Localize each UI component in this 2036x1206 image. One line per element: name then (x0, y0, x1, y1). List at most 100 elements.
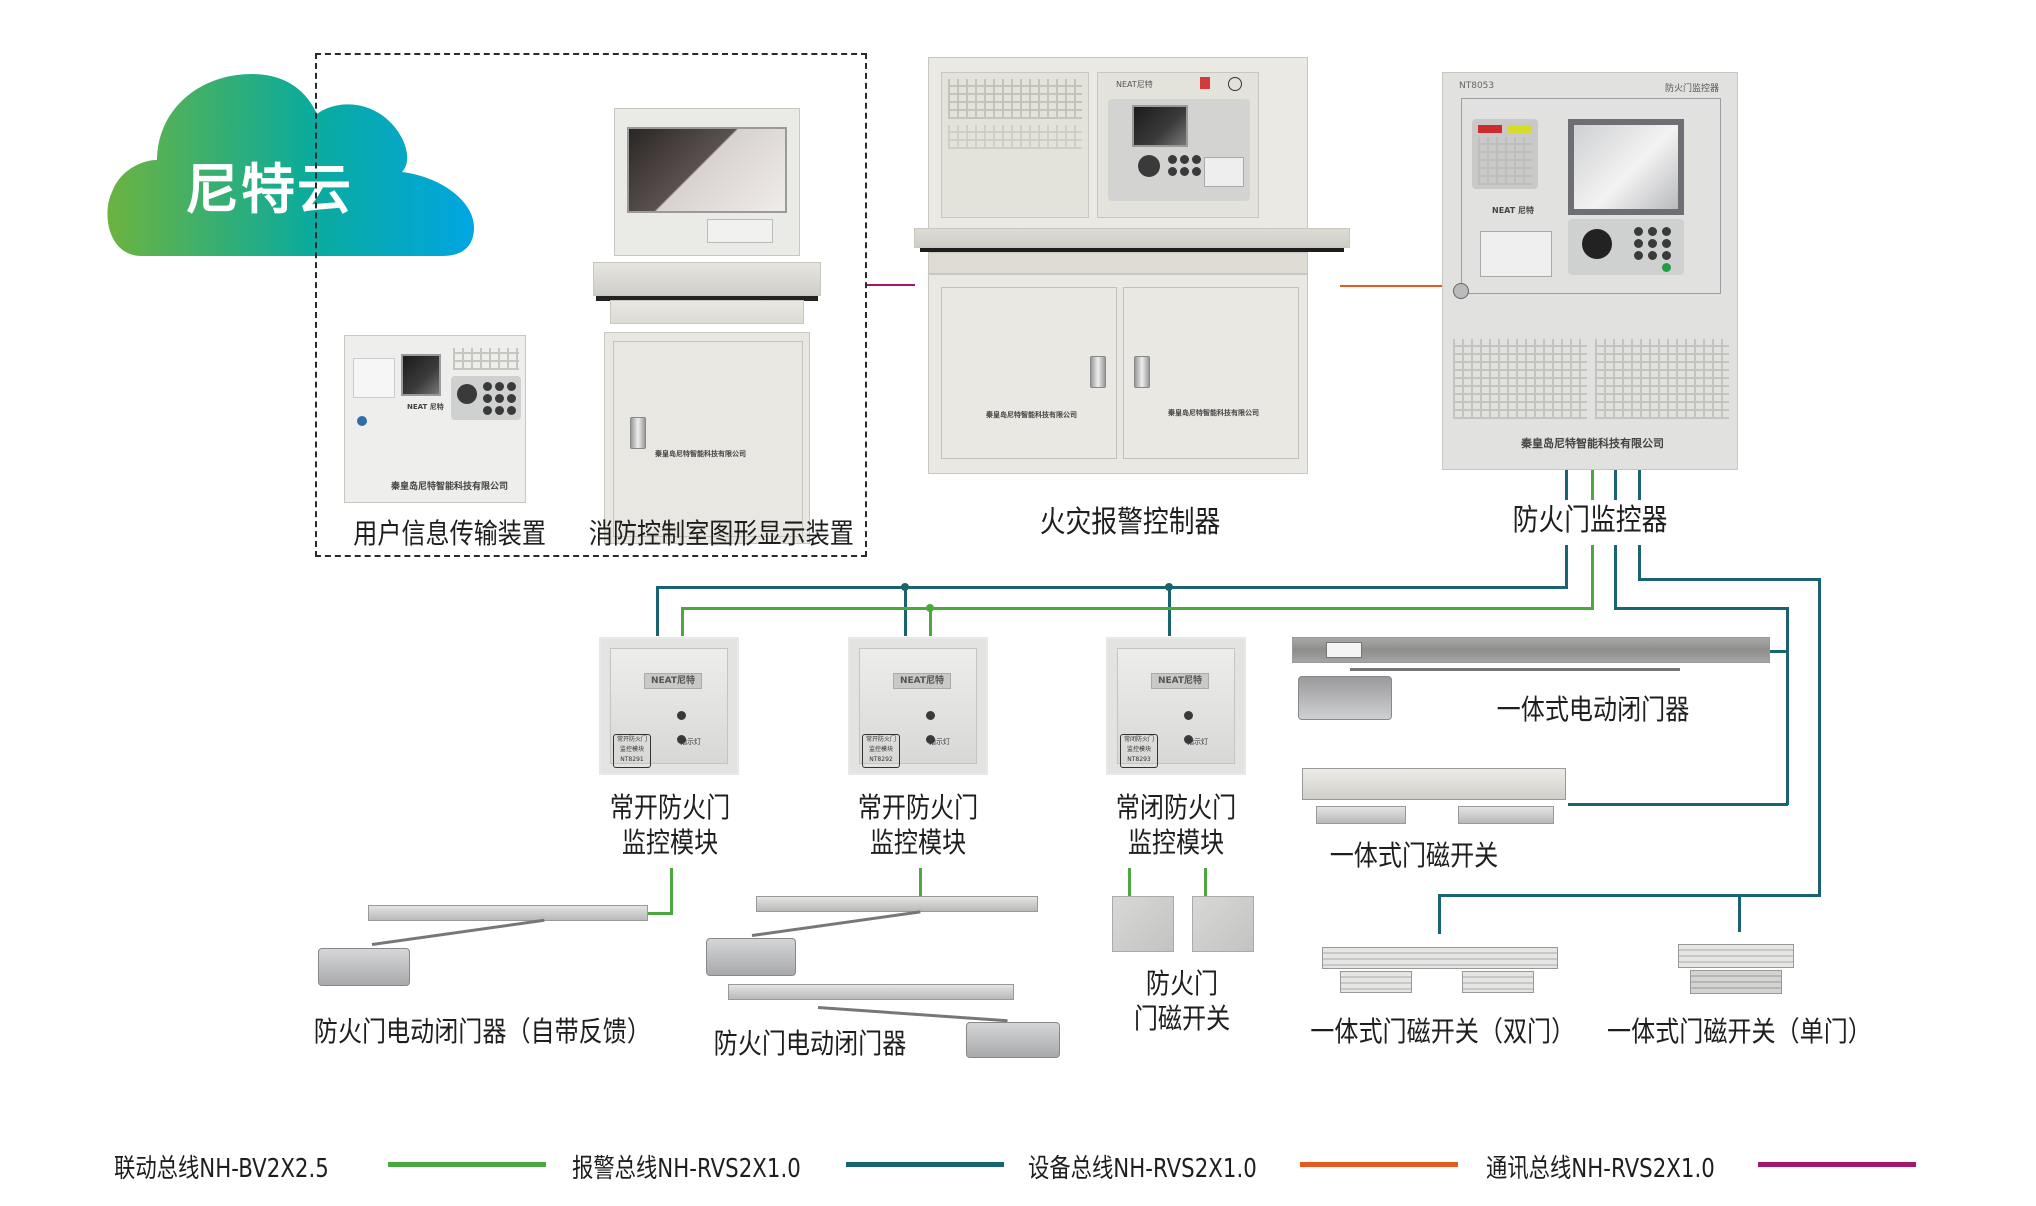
alarm-bus-drop-1b (1565, 545, 1568, 588)
alarm-bus-drop-2a (1614, 470, 1617, 500)
monitor-printer (1480, 231, 1552, 277)
graphic-display-cabinet[interactable]: 秦皇岛尼特智能科技有限公司 (604, 332, 810, 544)
module-brand: NEAT尼特 (644, 673, 702, 689)
cloud-group-box (315, 53, 867, 557)
cabinet-handle[interactable] (630, 417, 646, 449)
comms-bus-line (867, 284, 915, 286)
graphic-display-company: 秦皇岛尼特智能科技有限公司 (655, 450, 746, 458)
magnetic-block (1462, 971, 1534, 993)
closer-arm (1350, 668, 1680, 671)
module-3-output-b (1204, 868, 1207, 898)
closer-arm (751, 910, 921, 937)
indicator-label: 指示灯 (1187, 738, 1208, 746)
legend-comms-label: 通讯总线NH-RVS2X1.0 (1486, 1154, 1715, 1184)
magnetic-body (1678, 944, 1794, 968)
alarm-bus-right-2 (1638, 578, 1820, 581)
fire-alarm-company-left: 秦皇岛尼特智能科技有限公司 (986, 411, 1077, 419)
module-1-label: 常开防火门监控模块 (609, 791, 731, 859)
module-1-output (670, 868, 673, 914)
label-sticker (1326, 642, 1362, 658)
controller-keypad[interactable] (1108, 99, 1250, 201)
graphic-display-desk (593, 262, 821, 296)
monitor-keypad[interactable] (1568, 219, 1684, 275)
alarm-bus-to-module-1 (656, 586, 659, 636)
magnetic-plate (1192, 896, 1254, 952)
alarm-bus-right-1-drop (1786, 607, 1789, 805)
closer-body (1298, 676, 1392, 720)
fire-alarm-company-right: 秦皇岛尼特智能科技有限公司 (1168, 409, 1259, 417)
transmission-brand: NEAT 尼特 (407, 403, 444, 411)
console-cabinet: 秦皇岛尼特智能科技有限公司 秦皇岛尼特智能科技有限公司 (928, 274, 1308, 474)
printer-slot (707, 219, 773, 243)
closer-rail (728, 984, 1014, 1000)
console-desk (914, 228, 1350, 248)
closer-body (318, 948, 410, 986)
alarm-bus-drop-2b (1614, 545, 1617, 609)
closer-label: 防火门电动闭门器 (713, 1027, 907, 1060)
status-led-panel (1472, 119, 1538, 189)
fire-door-monitor[interactable]: NT8053 防火门监控器 NEAT 尼特 秦皇岛尼特智能科技有限公司 (1442, 72, 1738, 470)
legend-linkage-swatch (388, 1162, 546, 1167)
transmission-company: 秦皇岛尼特智能科技有限公司 (391, 482, 509, 492)
monitor-brand: NEAT 尼特 (1492, 206, 1534, 215)
controller-screen (1132, 105, 1188, 147)
certification-icon (1200, 77, 1210, 89)
keyboard-drawer[interactable] (610, 300, 804, 324)
right-cabinet-door[interactable]: 秦皇岛尼特智能科技有限公司 (1123, 287, 1299, 459)
linkage-panel (941, 72, 1089, 218)
cabinet-door (613, 341, 803, 537)
fire-alarm-upper-panel: NEAT尼特 (928, 57, 1308, 233)
linkage-bus-to-module-1 (681, 607, 684, 636)
console-desk-edge (920, 248, 1344, 252)
magnetic-body (1322, 947, 1558, 969)
legend-alarm-label: 报警总线NH-RVS2X1.0 (572, 1154, 801, 1184)
legend-linkage-label: 联动总线NH-BV2X2.5 (114, 1154, 329, 1184)
transmission-leds (453, 348, 519, 370)
magnetic-body (1302, 768, 1566, 800)
alarm-bus-magnetic-feed (1438, 894, 1821, 897)
module-1-output-h (646, 912, 673, 915)
linkage-bus-to-module-2 (929, 607, 932, 636)
alarm-bus-to-integrated-magnetic (1568, 803, 1788, 806)
legend-comms-swatch (1758, 1162, 1916, 1167)
key-lock-icon[interactable] (1453, 283, 1469, 299)
closer-feedback-label: 防火门电动闭门器（自带反馈） (313, 1015, 651, 1048)
controller-printer (1204, 157, 1244, 187)
fire-door-monitor-label: 防火门监控器 (1512, 503, 1668, 538)
linkage-bus-main (681, 607, 1594, 610)
console-drawer (928, 252, 1308, 274)
transmission-screen (401, 354, 441, 396)
indicator-label: 指示灯 (680, 738, 701, 746)
integrated-magnetic-label: 一体式门磁开关 (1329, 839, 1499, 872)
alarm-bus-main (656, 586, 1568, 589)
desk-edge (596, 296, 818, 301)
module-3-label: 常闭防火门监控模块 (1115, 791, 1237, 859)
door-magnetic-label: 防火门门磁开关 (1133, 967, 1231, 1035)
cloud-icon (107, 74, 474, 256)
ccc-icon (1228, 77, 1242, 91)
lock-icon[interactable] (357, 416, 367, 426)
module-3-output-a (1128, 868, 1131, 898)
transmission-keypad[interactable] (451, 376, 521, 420)
module-2-output (919, 868, 922, 902)
linkage-leds (948, 79, 1082, 119)
transmission-window (353, 358, 395, 398)
left-cabinet-door[interactable]: 秦皇岛尼特智能科技有限公司 (941, 287, 1117, 459)
integrated-closer-label: 一体式电动闭门器 (1496, 693, 1690, 726)
cloud-label: 尼特云 (185, 158, 353, 221)
fire-alarm-label: 火灾报警控制器 (1039, 505, 1221, 540)
alarm-bus-drop-3a (1638, 470, 1641, 500)
alarm-bus-drop-1a (1565, 470, 1568, 500)
monitor-front-panel: NEAT 尼特 (1461, 98, 1721, 294)
monitor-led-bank-left (1453, 339, 1587, 419)
transmission-device[interactable]: NEAT 尼特 秦皇岛尼特智能科技有限公司 (344, 335, 526, 503)
module-brand: NEAT尼特 (1151, 673, 1209, 689)
closer-body (706, 938, 796, 976)
linkage-bus-drop-b (1591, 545, 1594, 609)
